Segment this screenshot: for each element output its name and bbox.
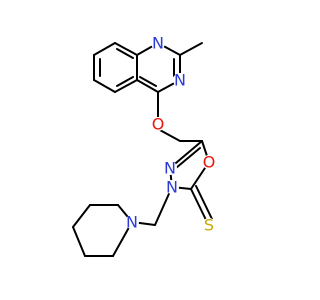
atom-label: N [164, 159, 176, 178]
atom-label: N [126, 213, 138, 232]
oxygen-atom-ether: O [151, 115, 165, 134]
bond [136, 79, 159, 93]
bond [114, 42, 138, 56]
atom-label: O [203, 153, 216, 172]
bond [114, 79, 138, 93]
bond [157, 128, 181, 142]
bond [190, 188, 208, 223]
molecule-structure: N N O N O N S N [72, 34, 216, 257]
nitrogen-atom-oxadiazole-4: N [165, 178, 179, 197]
atom-label: N [166, 178, 178, 197]
atom-label: O [152, 115, 165, 134]
nitrogen-atom-oxadiazole-3: N [163, 159, 177, 178]
bond [93, 79, 116, 93]
bond [175, 147, 201, 169]
bond [93, 42, 116, 56]
atoms: N N O N O N S N [125, 34, 216, 235]
bond [72, 226, 86, 257]
bond [116, 76, 134, 87]
nitrogen-atom-quinazoline-1: N [151, 34, 165, 53]
atom-label: S [204, 216, 214, 235]
nitrogen-atom-quinazoline-2: N [173, 71, 187, 90]
sulfur-atom-thione: S [202, 216, 216, 235]
bond [195, 185, 213, 220]
bond [139, 76, 157, 87]
oxygen-atom-oxadiazole: O [202, 153, 216, 172]
nitrogen-atom-piperidine: N [125, 213, 139, 232]
atom-label: N [174, 71, 186, 90]
atom-label: N [152, 34, 164, 53]
bond [179, 42, 203, 56]
bond [72, 204, 91, 228]
bond [116, 48, 134, 59]
bonds [72, 42, 213, 257]
